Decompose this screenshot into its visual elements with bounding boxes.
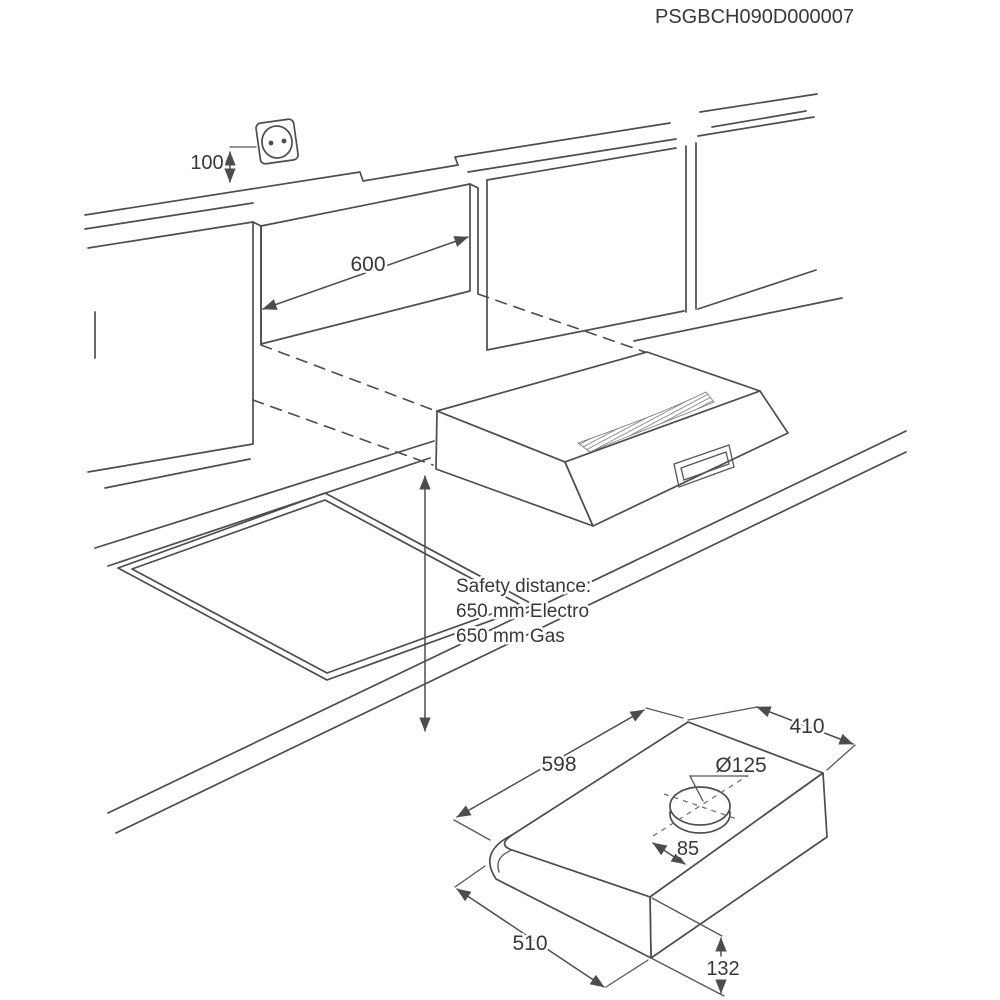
height-dimension: 132 [650,897,742,997]
projection-lines [252,293,646,466]
cabinet-top-back-edge-right [699,93,818,113]
width-dimension: 598 [453,707,684,841]
counter-front-edge [107,430,907,814]
hood-handle [673,444,735,488]
dim-label-598: 598 [541,753,576,776]
dim-label-100: 100 [190,152,223,174]
dim-label-132: 132 [706,958,739,980]
cabinet-top-back-edge [84,122,671,216]
left-cabinet [87,221,262,489]
safety-distance: Safety distance: 650 mm Electro 650 mm G… [419,475,594,732]
depth-dimension: 410 [687,706,856,771]
counter-back-edge-2 [107,457,431,567]
safety-note-line1: Safety distance: [456,576,591,597]
projection-line-right [477,293,646,353]
duct-diameter-dimension: Ø125 [688,752,769,802]
product-code: PSGBCH090D000007 [655,6,854,28]
safety-note-line2: 650 mm Electro [456,601,589,622]
dim-label-85: 85 [677,838,699,860]
niche-width-dimension: 600 [262,236,469,310]
dim-arrow-600 [262,236,469,310]
projection-line-bottom [252,399,434,466]
dim-label-diam125: Ø125 [715,754,766,777]
cabinet-top-front-edge-mid [467,138,677,173]
niche-back-wall [260,183,479,345]
counter-back-edge [94,440,435,549]
safety-note-line3: 650 mm Gas [456,626,565,647]
hood-dim-bullnose-line [497,849,513,873]
hob-outline [117,492,535,681]
hood-grille-icon [577,391,715,453]
duct-offset-dimension: 85 [652,836,702,865]
socket-distance-dimension: 100 [188,146,257,183]
right-cabinet-2 [633,269,843,342]
cooker-hood-installed [435,351,789,527]
hood-front-face [564,390,789,527]
right-cabinet-1 [486,142,697,351]
dim-label-410: 410 [789,715,824,738]
projection-line-top [260,344,437,412]
cabinet-top-front-edge-left [84,202,254,230]
hood-dimension-drawing: Ø125 85 598 410 510 [453,706,856,997]
countertop [94,430,907,834]
upper-cabinets [84,93,843,489]
counter-front-edge-2 [115,451,907,834]
cabinet-top-front-edge-right [697,110,815,137]
bottom-depth-dimension: 510 [454,865,649,988]
wall-socket [255,118,299,165]
dim-label-600: 600 [350,253,385,276]
dim-label-510: 510 [512,932,547,955]
